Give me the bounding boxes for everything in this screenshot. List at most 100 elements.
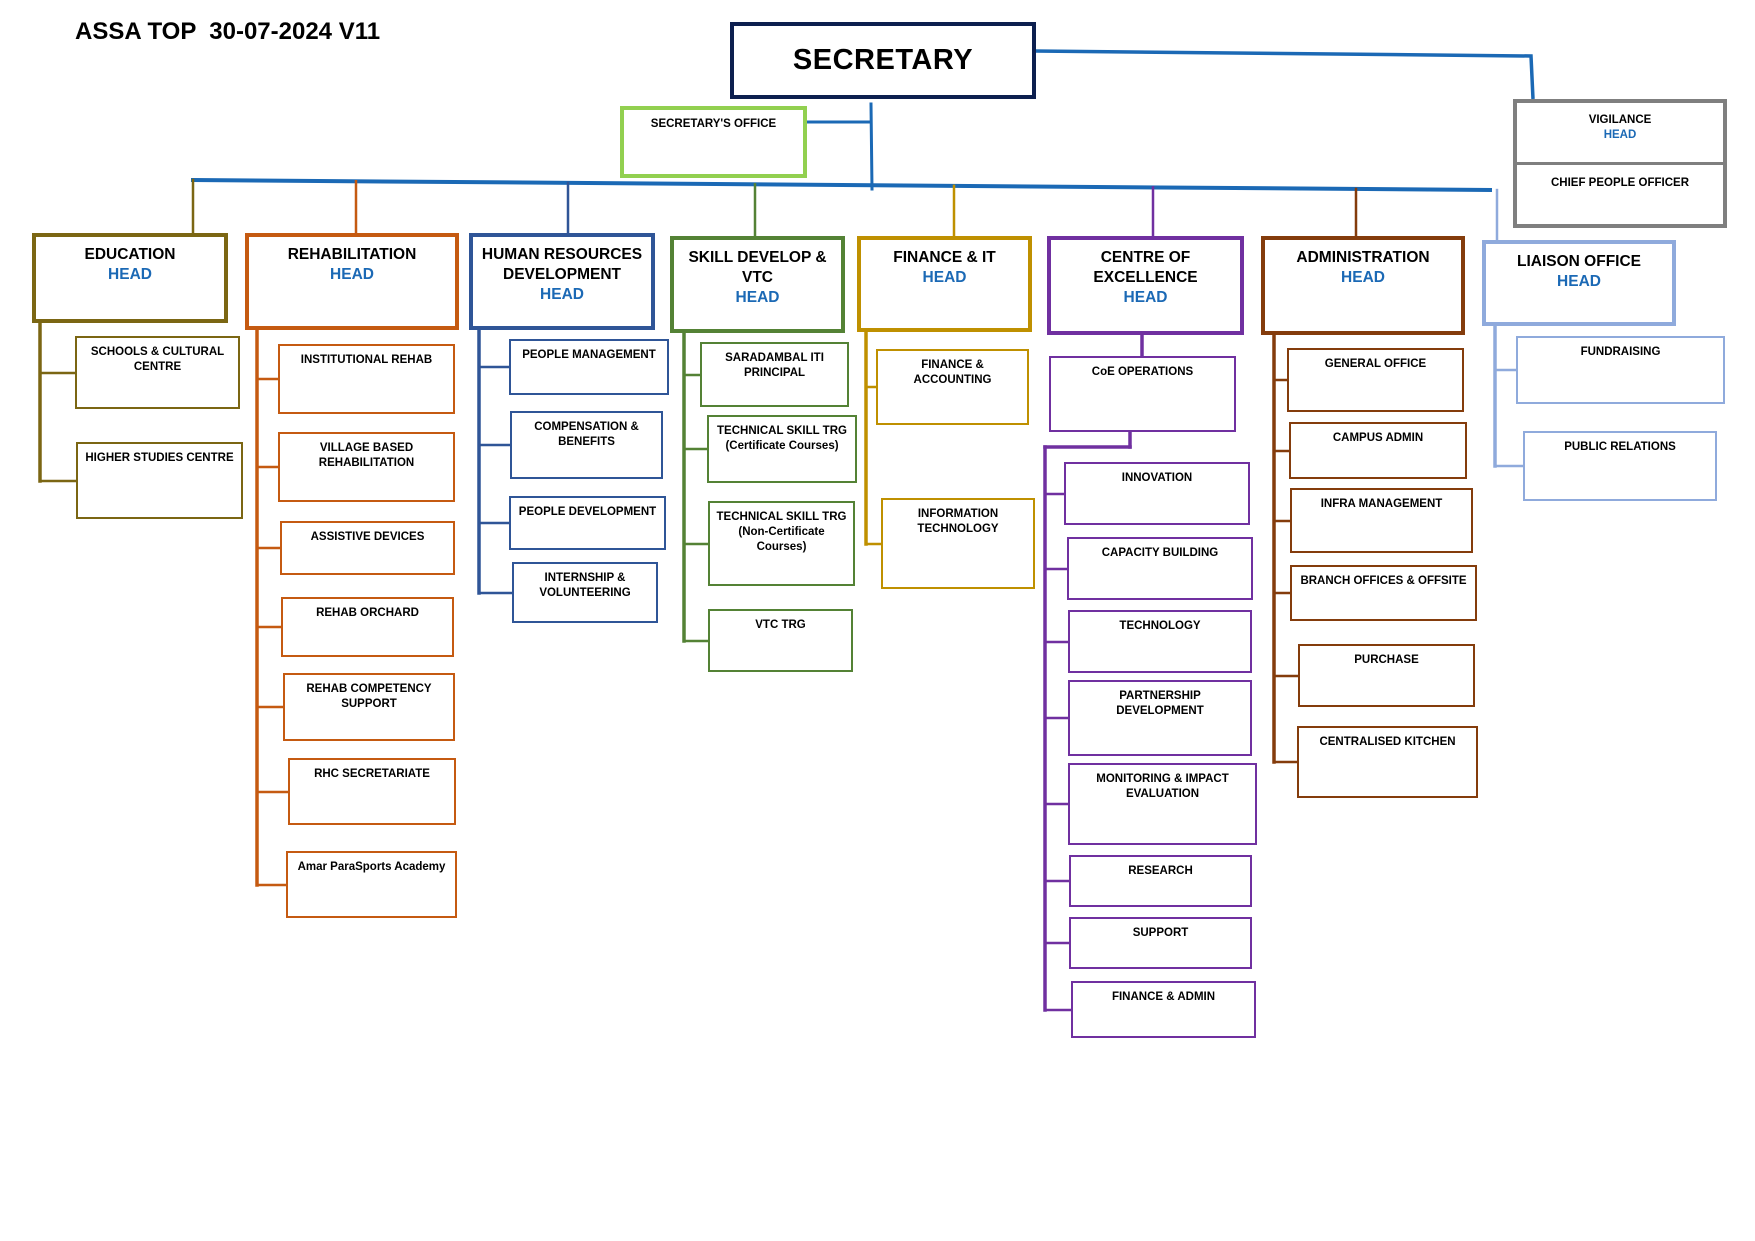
dept-name: LIAISON OFFICE bbox=[1517, 253, 1641, 270]
dept-head-label: HEAD bbox=[1123, 289, 1168, 306]
child-box-people-development[interactable]: PEOPLE DEVELOPMENT bbox=[509, 496, 666, 550]
dept-head-label: HEAD bbox=[1341, 269, 1385, 286]
vigilance-section: VIGILANCE HEAD bbox=[1517, 103, 1723, 163]
chief-people-officer-label: CHIEF PEOPLE OFFICER bbox=[1550, 177, 1689, 189]
dept-head-administration[interactable]: ADMINISTRATION HEAD bbox=[1261, 236, 1465, 335]
child-box-centralised-kitchen[interactable]: CENTRALISED KITCHEN bbox=[1297, 726, 1478, 798]
child-box-rhc-secretariate[interactable]: RHC SECRETARIATE bbox=[288, 758, 456, 825]
child-box-rehab-orchard[interactable]: REHAB ORCHARD bbox=[281, 597, 454, 657]
child-label: REHAB COMPETENCY SUPPORT bbox=[306, 683, 432, 710]
dept-head-label: HEAD bbox=[1557, 273, 1601, 290]
secretary-office-box[interactable]: SECRETARY'S OFFICE bbox=[620, 106, 807, 178]
secretary-box[interactable]: SECRETARY bbox=[730, 22, 1036, 99]
child-box-campus-admin[interactable]: CAMPUS ADMIN bbox=[1289, 422, 1467, 479]
document-title: ASSA TOP 30-07-2024 V11 bbox=[75, 18, 381, 45]
child-label: TECHNOLOGY bbox=[1119, 620, 1201, 632]
child-box-general-office[interactable]: GENERAL OFFICE bbox=[1287, 348, 1464, 412]
dept-head-label: HEAD bbox=[108, 266, 152, 283]
child-label: VILLAGE BASED REHABILITATION bbox=[318, 442, 415, 469]
child-box-partnership-development[interactable]: PARTNERSHIP DEVELOPMENT bbox=[1068, 680, 1252, 756]
child-box-compensation-benefits[interactable]: COMPENSATION & BENEFITS bbox=[510, 411, 663, 479]
child-label: INSTITUTIONAL REHAB bbox=[300, 354, 433, 366]
child-box-innovation[interactable]: INNOVATION bbox=[1064, 462, 1250, 525]
coe-operations-label: CoE OPERATIONS bbox=[1091, 366, 1194, 378]
vigilance-head-label: HEAD bbox=[1603, 129, 1637, 141]
child-label: TECHNICAL SKILL TRG (Certificate Courses… bbox=[717, 425, 847, 452]
child-label: CAPACITY BUILDING bbox=[1101, 547, 1219, 559]
child-box-schools-cultural-centre[interactable]: SCHOOLS & CULTURAL CENTRE bbox=[75, 336, 240, 409]
dept-name: FINANCE & IT bbox=[893, 249, 996, 266]
dept-name: CENTRE OF EXCELLENCE bbox=[1093, 249, 1198, 286]
child-box-finance-admin[interactable]: FINANCE & ADMIN bbox=[1071, 981, 1256, 1038]
child-box-amar-parasports-academy[interactable]: Amar ParaSports Academy bbox=[286, 851, 457, 918]
child-box-village-based-rehabilitation[interactable]: VILLAGE BASED REHABILITATION bbox=[278, 432, 455, 502]
child-box-institutional-rehab[interactable]: INSTITUTIONAL REHAB bbox=[278, 344, 455, 414]
child-box-vtc-trg[interactable]: VTC TRG bbox=[708, 609, 853, 672]
child-label: INFORMATION TECHNOLOGY bbox=[917, 508, 999, 535]
dept-head-centre-of-excellence[interactable]: CENTRE OF EXCELLENCE HEAD bbox=[1047, 236, 1244, 335]
child-box-infra-management[interactable]: INFRA MANAGEMENT bbox=[1290, 488, 1473, 553]
dept-head-education[interactable]: EDUCATION HEAD bbox=[32, 233, 228, 323]
child-label: INNOVATION bbox=[1121, 472, 1193, 484]
vigilance-box[interactable]: VIGILANCE HEAD CHIEF PEOPLE OFFICER bbox=[1513, 99, 1727, 228]
child-label: CAMPUS ADMIN bbox=[1332, 432, 1424, 444]
child-label: CENTRALISED KITCHEN bbox=[1319, 736, 1456, 748]
vigilance-divider bbox=[1517, 162, 1723, 165]
child-box-branch-offices-offsite[interactable]: BRANCH OFFICES & OFFSITE bbox=[1290, 565, 1477, 621]
child-box-fundraising[interactable]: FUNDRAISING bbox=[1516, 336, 1725, 404]
child-box-technical-skill-trg-non-certificate-courses[interactable]: TECHNICAL SKILL TRG (Non-Certificate Cou… bbox=[708, 501, 855, 586]
child-box-saradambal-iti-principal[interactable]: SARADAMBAL ITI PRINCIPAL bbox=[700, 342, 849, 407]
child-box-support[interactable]: SUPPORT bbox=[1069, 917, 1252, 969]
child-box-public-relations[interactable]: PUBLIC RELATIONS bbox=[1523, 431, 1717, 501]
child-label: PUBLIC RELATIONS bbox=[1564, 441, 1676, 453]
child-label: PURCHASE bbox=[1354, 654, 1419, 666]
dept-head-finance-it[interactable]: FINANCE & IT HEAD bbox=[857, 236, 1032, 332]
child-label: SCHOOLS & CULTURAL CENTRE bbox=[90, 346, 225, 373]
child-box-purchase[interactable]: PURCHASE bbox=[1298, 644, 1475, 707]
child-label: VTC TRG bbox=[755, 619, 806, 631]
child-label: SARADAMBAL ITI PRINCIPAL bbox=[725, 352, 824, 379]
child-box-technology[interactable]: TECHNOLOGY bbox=[1068, 610, 1252, 673]
child-box-capacity-building[interactable]: CAPACITY BUILDING bbox=[1067, 537, 1253, 600]
child-label: FINANCE & ADMIN bbox=[1111, 991, 1216, 1003]
child-label: PEOPLE MANAGEMENT bbox=[522, 349, 656, 361]
child-label: MONITORING & IMPACT EVALUATION bbox=[1096, 773, 1229, 800]
child-box-internship-volunteering[interactable]: INTERNSHIP & VOLUNTEERING bbox=[512, 562, 658, 623]
dept-name: ADMINISTRATION bbox=[1296, 249, 1430, 266]
dept-name: EDUCATION bbox=[84, 246, 176, 263]
child-label: Amar ParaSports Academy bbox=[297, 861, 446, 873]
chief-people-officer-section: CHIEF PEOPLE OFFICER bbox=[1517, 173, 1723, 191]
child-label: SUPPORT bbox=[1132, 927, 1189, 939]
child-box-technical-skill-trg-certificate-courses[interactable]: TECHNICAL SKILL TRG (Certificate Courses… bbox=[707, 415, 857, 483]
dept-head-label: HEAD bbox=[540, 286, 584, 303]
dept-name: REHABILITATION bbox=[287, 246, 417, 263]
secretary-down-connector bbox=[869, 102, 874, 191]
child-box-monitoring-impact-evaluation[interactable]: MONITORING & IMPACT EVALUATION bbox=[1068, 763, 1257, 845]
child-label: INTERNSHIP & VOLUNTEERING bbox=[539, 572, 631, 599]
child-label: TECHNICAL SKILL TRG (Non-Certificate Cou… bbox=[716, 511, 847, 553]
child-box-information-technology[interactable]: INFORMATION TECHNOLOGY bbox=[881, 498, 1035, 589]
dept-head-liaison-office[interactable]: LIAISON OFFICE HEAD bbox=[1482, 240, 1676, 326]
child-box-assistive-devices[interactable]: ASSISTIVE DEVICES bbox=[280, 521, 455, 575]
coe-operations-box[interactable]: CoE OPERATIONS bbox=[1049, 356, 1236, 432]
child-box-people-management[interactable]: PEOPLE MANAGEMENT bbox=[509, 339, 669, 395]
child-label: RESEARCH bbox=[1128, 865, 1193, 877]
dept-name: SKILL DEVELOP & VTC bbox=[688, 249, 827, 286]
main-bus bbox=[190, 177, 1493, 193]
child-box-research[interactable]: RESEARCH bbox=[1069, 855, 1252, 907]
child-label: INFRA MANAGEMENT bbox=[1320, 498, 1443, 510]
dept-head-label: HEAD bbox=[922, 269, 967, 286]
child-box-rehab-competency-support[interactable]: REHAB COMPETENCY SUPPORT bbox=[283, 673, 455, 741]
child-box-higher-studies-centre[interactable]: HIGHER STUDIES CENTRE bbox=[76, 442, 243, 519]
secretary-label: SECRETARY bbox=[792, 44, 974, 76]
child-label: COMPENSATION & BENEFITS bbox=[534, 421, 639, 448]
child-box-finance-accounting[interactable]: FINANCE & ACCOUNTING bbox=[876, 349, 1029, 425]
child-label: FINANCE & ACCOUNTING bbox=[913, 359, 992, 386]
child-label: PEOPLE DEVELOPMENT bbox=[518, 506, 657, 518]
child-label: REHAB ORCHARD bbox=[316, 607, 419, 619]
